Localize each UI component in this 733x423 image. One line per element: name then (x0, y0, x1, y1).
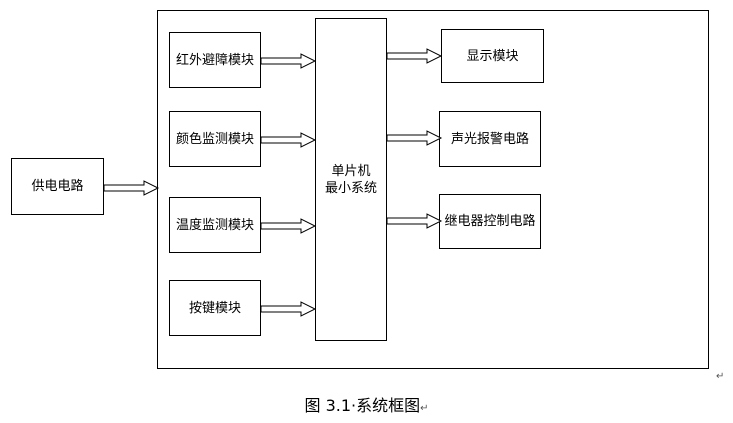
relay-control-label: 继电器控制电路 (444, 214, 536, 229)
arrow-mcu-to-display (387, 48, 443, 64)
arrow-color-to-mcu (261, 132, 317, 148)
sound-light-alarm-label: 声光报警电路 (450, 131, 529, 147)
power-supply-box: 供电电路 (11, 158, 104, 215)
display-module-box: 显示模块 (441, 29, 544, 83)
display-module-label: 显示模块 (466, 48, 519, 64)
figure-caption: 图 3.1·系统框图↵ (0, 396, 733, 419)
sound-light-alarm-box: 声光报警电路 (439, 111, 541, 167)
key-module-label: 按键模块 (188, 300, 241, 316)
arrow-mcu-to-alarm (387, 130, 443, 146)
mcu-minimum-system-box: 单片机 最小系统 (315, 18, 387, 341)
arrow-temperature-to-mcu (261, 218, 317, 234)
paragraph-mark: ↵ (716, 371, 725, 382)
arrow-ir-to-mcu (261, 53, 317, 69)
color-monitor-module-label: 颜色监测模块 (175, 131, 254, 147)
arrow-mcu-to-relay (387, 213, 443, 229)
mcu-label-line1: 单片机 (331, 163, 371, 179)
mcu-label-line2: 最小系统 (324, 180, 377, 196)
arrow-key-to-mcu (261, 301, 317, 317)
caption-paragraph-mark: ↵ (420, 403, 429, 414)
temperature-monitor-module-box: 温度监测模块 (169, 197, 261, 253)
figure-caption-text: 图 3.1·系统框图 (304, 396, 421, 415)
arrow-power-to-system (104, 180, 160, 196)
temperature-monitor-module-label: 温度监测模块 (175, 217, 254, 233)
key-module-box: 按键模块 (169, 280, 261, 336)
system-frame (157, 10, 709, 369)
power-supply-label: 供电电路 (31, 179, 84, 194)
relay-control-box: 继电器控制电路 (439, 194, 541, 249)
ir-obstacle-module-box: 红外避障模块 (169, 32, 261, 88)
color-monitor-module-box: 颜色监测模块 (169, 111, 261, 167)
ir-obstacle-module-label: 红外避障模块 (175, 52, 254, 68)
